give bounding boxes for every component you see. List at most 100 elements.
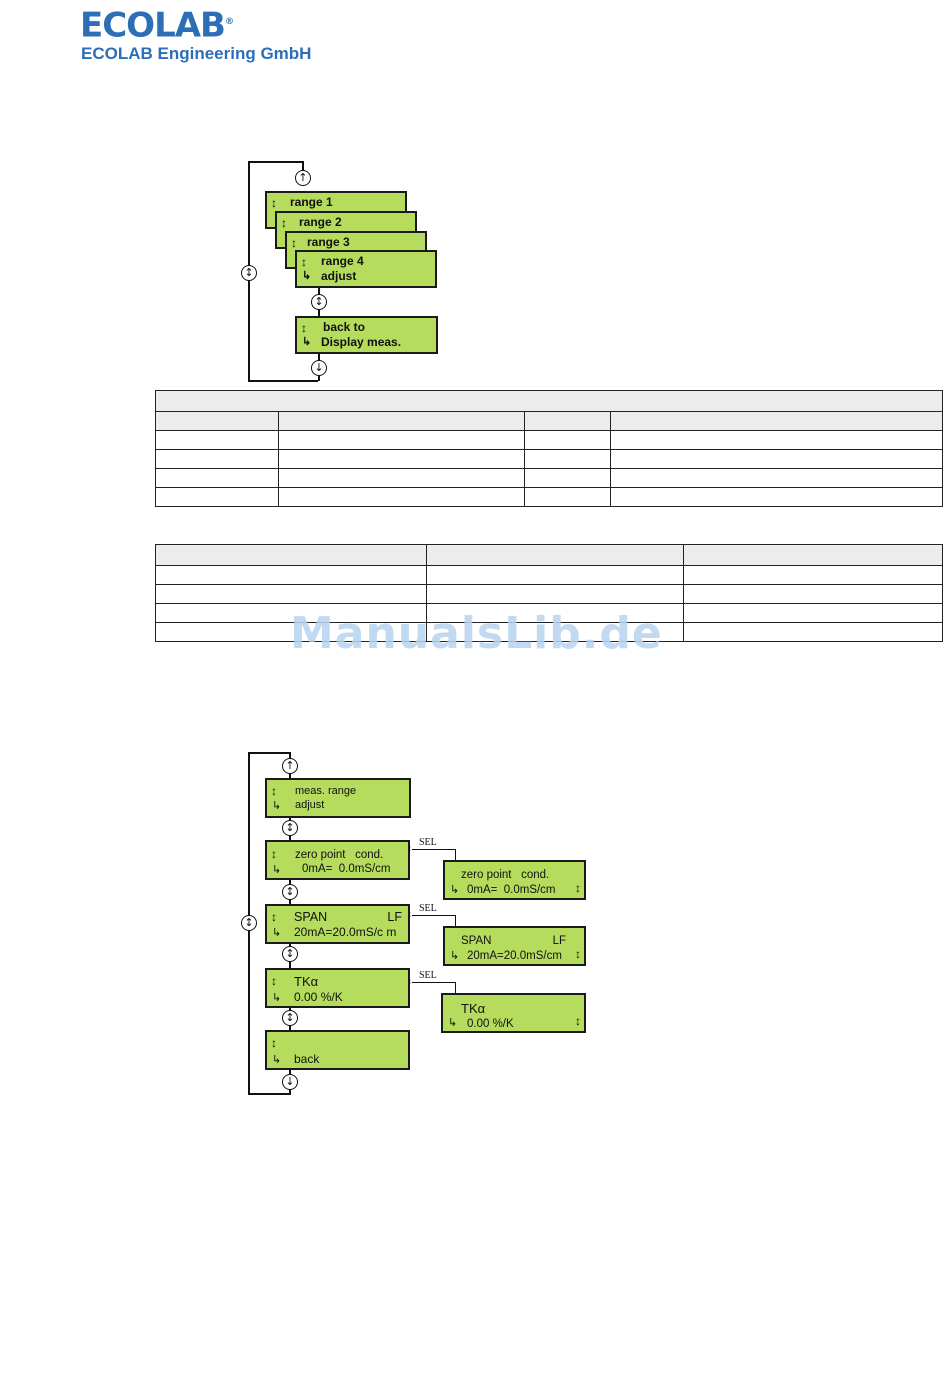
settings-table-2 bbox=[155, 544, 943, 642]
lcd-tk-alpha-edit[interactable]: TKα ↳ 0.00 %/K ↕ bbox=[441, 993, 586, 1033]
lcd-back-to-display[interactable]: ↕ back to ↳ Display meas. bbox=[295, 316, 438, 354]
loop-line-top bbox=[248, 161, 303, 163]
loop-line-bottom bbox=[248, 1093, 290, 1095]
enter-icon: ↳ bbox=[272, 992, 282, 1004]
updown-icon: ↕ bbox=[301, 321, 307, 335]
table-row bbox=[155, 622, 943, 642]
enter-icon: ↳ bbox=[302, 270, 312, 282]
lcd-line: SPAN bbox=[461, 935, 492, 947]
updown-icon: ↕ bbox=[271, 847, 277, 861]
enter-icon: ↳ bbox=[448, 1017, 458, 1029]
lcd-line: back bbox=[294, 1052, 320, 1066]
enter-icon: ↳ bbox=[302, 336, 312, 348]
enter-icon: ↳ bbox=[450, 884, 460, 896]
sel-label: SEL bbox=[419, 903, 437, 914]
ecolab-logo: ECOLAB® bbox=[80, 2, 234, 45]
table-header-row bbox=[155, 544, 943, 566]
lcd-line: range 3 bbox=[307, 235, 350, 249]
lcd-line: back to bbox=[323, 320, 366, 334]
sel-label: SEL bbox=[419, 970, 437, 981]
company-name: ECOLAB Engineering GmbH bbox=[81, 44, 312, 63]
updown-icon: ↕ bbox=[271, 910, 277, 924]
arrow-left-icon: ‹ bbox=[408, 909, 412, 920]
lcd-range-4[interactable]: ↕ range 4 ↳ adjust bbox=[295, 250, 437, 288]
up-arrow-icon[interactable]: ↑ bbox=[295, 170, 311, 186]
updown-arrow-icon[interactable]: ↕ bbox=[311, 294, 327, 310]
sel-label: SEL bbox=[419, 837, 437, 848]
lcd-back[interactable]: ↕ ↳ back bbox=[265, 1030, 410, 1070]
lcd-zero-point-edit[interactable]: zero point cond. ↳ 0mA= 0.0mS/cm ↕ bbox=[443, 860, 586, 900]
lcd-line: zero point cond. bbox=[295, 849, 384, 861]
table-title-row bbox=[155, 390, 943, 412]
down-arrow-icon[interactable]: ↓ bbox=[311, 360, 327, 376]
down-arrow-icon[interactable]: ↓ bbox=[282, 1074, 298, 1090]
table-row bbox=[155, 449, 943, 469]
updown-icon: ↕ bbox=[575, 1014, 581, 1028]
lcd-line: adjust bbox=[321, 269, 357, 283]
lcd-tk-alpha[interactable]: ↕ TKα ↳ 0.00 %/K bbox=[265, 968, 410, 1008]
lcd-line: Display meas. bbox=[321, 335, 402, 349]
table-row bbox=[155, 603, 943, 623]
updown-arrow-icon[interactable]: ↕ bbox=[241, 265, 257, 281]
lcd-span[interactable]: ↕ SPAN LF ↳ 20mA=20.0mS/c m bbox=[265, 904, 410, 944]
sel-line bbox=[455, 849, 456, 861]
up-arrow-icon[interactable]: ↑ bbox=[282, 758, 298, 774]
updown-icon: ↕ bbox=[575, 881, 581, 895]
lcd-line-right: LF bbox=[552, 935, 566, 947]
lcd-line: meas. range bbox=[295, 785, 357, 797]
watermark: ManualsLib.de bbox=[290, 608, 663, 659]
lcd-line: TKα bbox=[461, 1001, 486, 1016]
lcd-line-right: LF bbox=[387, 910, 402, 924]
lcd-line: 0mA= 0.0mS/cm bbox=[467, 884, 556, 896]
enter-icon: ↳ bbox=[272, 864, 282, 876]
lcd-line: range 2 bbox=[299, 215, 342, 229]
lcd-line: 0.00 %/K bbox=[294, 990, 343, 1004]
updown-icon: ↕ bbox=[271, 974, 277, 988]
updown-arrow-icon[interactable]: ↕ bbox=[282, 1010, 298, 1026]
table-header-row bbox=[155, 411, 943, 431]
table-row bbox=[155, 565, 943, 585]
lcd-line: 20mA=20.0mS/c m bbox=[294, 925, 397, 939]
sel-line bbox=[412, 915, 456, 916]
table-row bbox=[155, 487, 943, 507]
lcd-line: adjust bbox=[295, 799, 325, 811]
updown-icon: ↕ bbox=[291, 236, 297, 250]
lcd-zero-point[interactable]: ↕ zero point cond. ↳ 0mA= 0.0mS/cm bbox=[265, 840, 410, 880]
sel-line bbox=[455, 982, 456, 994]
arrow-left-icon: ‹ bbox=[408, 976, 412, 987]
table-row bbox=[155, 584, 943, 604]
updown-icon: ↕ bbox=[301, 255, 307, 269]
logo-text: ECOLAB bbox=[80, 5, 226, 46]
settings-table-1 bbox=[155, 390, 943, 507]
updown-arrow-icon[interactable]: ↕ bbox=[282, 884, 298, 900]
loop-line-bottom bbox=[248, 380, 318, 382]
lcd-line: 0.00 %/K bbox=[467, 1018, 514, 1030]
updown-icon: ↕ bbox=[271, 1036, 277, 1050]
lcd-line: zero point cond. bbox=[461, 869, 550, 881]
updown-arrow-icon[interactable]: ↕ bbox=[241, 915, 257, 931]
loop-line-top bbox=[248, 752, 290, 754]
registered-mark: ® bbox=[224, 17, 234, 27]
lcd-line: 0mA= 0.0mS/cm bbox=[302, 863, 391, 875]
sel-line bbox=[412, 982, 456, 983]
lcd-line: SPAN bbox=[294, 910, 328, 924]
lcd-span-edit[interactable]: SPAN LF ↳ 20mA=20.0mS/cm ↕ bbox=[443, 926, 586, 966]
updown-arrow-icon[interactable]: ↕ bbox=[282, 946, 298, 962]
sel-line bbox=[455, 915, 456, 927]
lcd-line: range 4 bbox=[321, 254, 364, 268]
arrow-left-icon: ‹ bbox=[408, 843, 412, 854]
enter-icon: ↳ bbox=[272, 927, 282, 939]
lcd-line: TKα bbox=[294, 974, 319, 989]
enter-icon: ↳ bbox=[450, 950, 460, 962]
lcd-line: range 1 bbox=[290, 195, 333, 209]
updown-icon: ↕ bbox=[271, 196, 277, 210]
updown-arrow-icon[interactable]: ↕ bbox=[282, 820, 298, 836]
updown-icon: ↕ bbox=[281, 216, 287, 230]
sel-line bbox=[412, 849, 456, 850]
updown-icon: ↕ bbox=[575, 947, 581, 961]
enter-icon: ↳ bbox=[272, 1054, 282, 1066]
enter-icon: ↳ bbox=[272, 800, 282, 812]
table-row bbox=[155, 468, 943, 488]
table-row bbox=[155, 430, 943, 450]
lcd-meas-range[interactable]: ↕ meas. range ↳ adjust bbox=[265, 778, 411, 818]
